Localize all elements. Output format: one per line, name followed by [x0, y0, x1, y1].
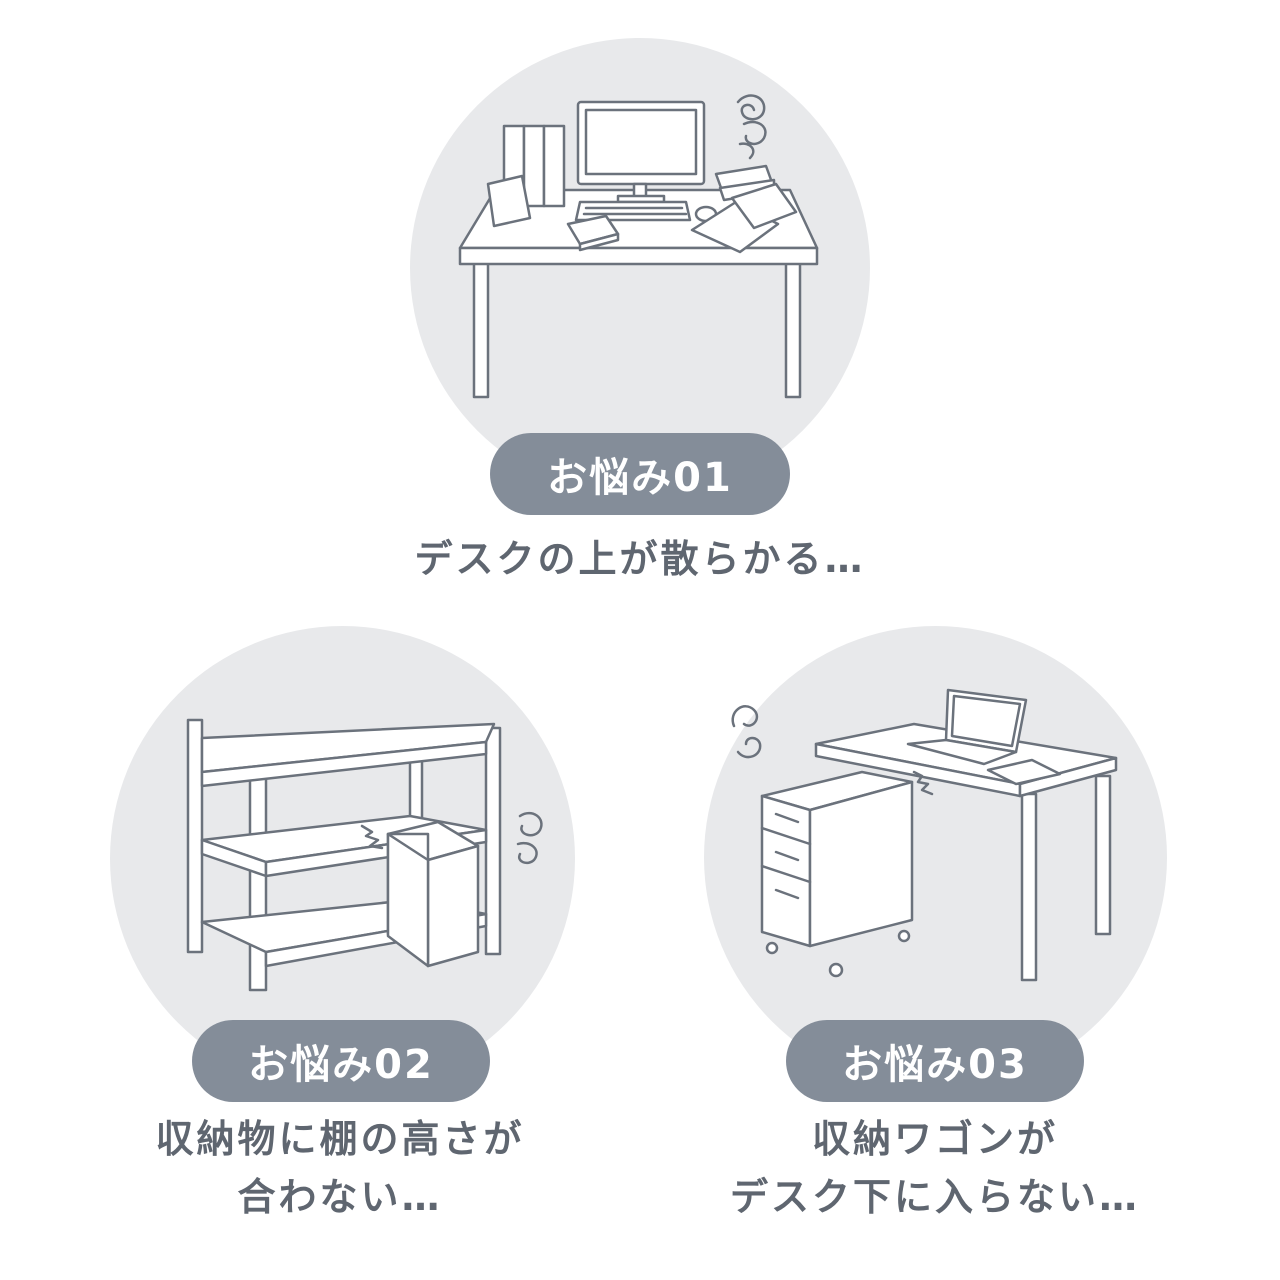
shelf-with-box-icon — [186, 718, 543, 992]
worry-03-caption-line-1: 収納ワゴンが — [811, 1117, 1058, 1161]
worry-02-caption: 収納物に棚の高さが 合わない… — [90, 1110, 590, 1226]
dizzy-spiral-icon — [516, 811, 543, 865]
worry-01-badge: お悩み01 — [490, 433, 790, 515]
dizzy-spiral-icon — [736, 94, 767, 160]
worry-03-badge: お悩み03 — [786, 1020, 1084, 1102]
dizzy-spiral-icon — [731, 705, 762, 759]
worry-03-caption-line-2: デスク下に入らない… — [729, 1175, 1140, 1219]
worry-03-caption: 収納ワゴンが デスク下に入らない… — [685, 1110, 1185, 1226]
worry-02-caption-line-1: 収納物に棚の高さが — [155, 1117, 525, 1161]
worry-01-caption-line-1: デスクの上が散らかる… — [414, 537, 866, 581]
desk-with-wagon-icon — [731, 688, 1118, 982]
worry-02-caption-line-2: 合わない… — [237, 1175, 443, 1219]
worry-02-badge: お悩み02 — [192, 1020, 490, 1102]
worry-01-caption: デスクの上が散らかる… — [290, 530, 990, 588]
cluttered-desk-icon — [458, 94, 819, 399]
